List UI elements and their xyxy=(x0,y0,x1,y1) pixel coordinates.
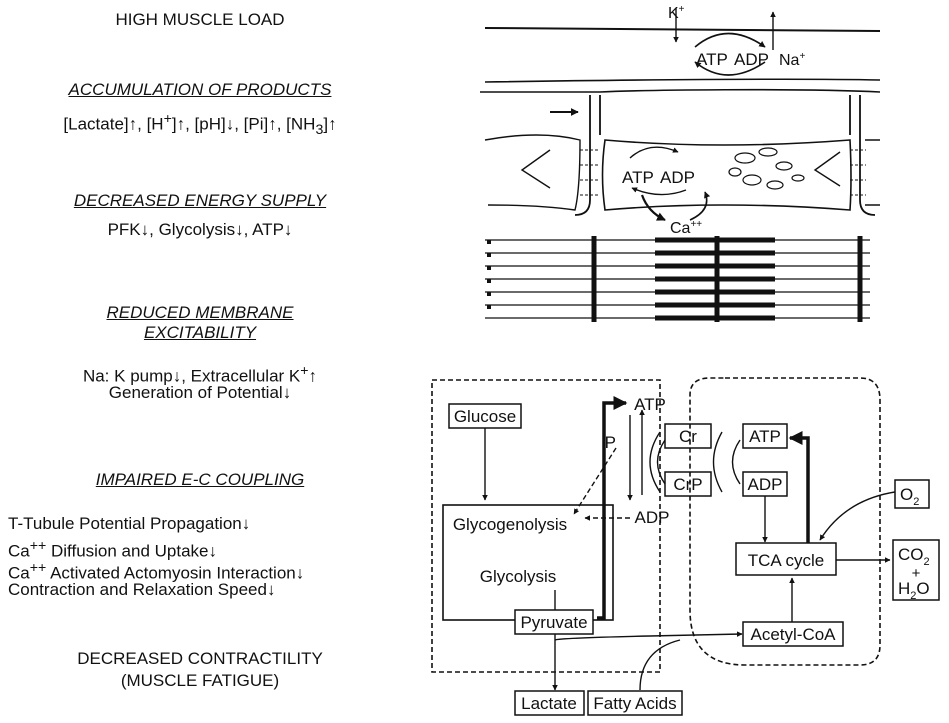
fatigue-cascade-text: HIGH MUSCLE LOAD ACCUMULATION OF PRODUCT… xyxy=(0,0,400,723)
mitochondrion xyxy=(758,147,778,157)
sr-cycle-top-arrow xyxy=(629,146,679,159)
acetyl-coa-box xyxy=(742,621,844,647)
ca-uptake-arrow xyxy=(689,191,711,221)
glycolysis-atp-arrow xyxy=(597,396,628,620)
co2-h2o-box xyxy=(892,539,940,601)
cytosol-compartment xyxy=(431,379,661,673)
tca-box xyxy=(735,542,837,576)
mitochondrion xyxy=(791,174,805,182)
membrane-line-1: Na: K pump↓, Extracellular K+↑ xyxy=(82,363,318,386)
cr-label: Cr xyxy=(679,427,697,446)
t-tubule-right xyxy=(859,95,876,216)
sr-atp-label: ATP xyxy=(622,168,654,187)
atp-right-label: ATP xyxy=(749,427,781,446)
pyruvate-label: Pyruvate xyxy=(520,613,587,632)
contractility-line-1: DECREASED CONTRACTILITY xyxy=(77,649,323,668)
adp-mid-label: ADP xyxy=(635,508,670,527)
lactate-box xyxy=(514,690,585,716)
k-ion-label: K+ xyxy=(668,4,685,22)
fatty-acids-to-acetyl-coa-line xyxy=(639,639,681,691)
accumulation-line: [Lactate]↑, [H+]↑, [pH]↓, [Pi]↑, [NH3]↑ xyxy=(63,111,337,139)
adp-right-label: ADP xyxy=(748,475,783,494)
metabolism-labels: Glucose ATP P ADP Glycogenolysis Glycoly… xyxy=(453,395,930,713)
sr-cistern-right xyxy=(865,139,880,206)
energy-heading: DECREASED ENERGY SUPPLY xyxy=(73,191,327,210)
mitochondrion xyxy=(728,167,742,177)
o2-label: O2 xyxy=(900,485,919,508)
o2-to-tca-arrow xyxy=(819,491,896,541)
pump-cycle-bottom-arrow xyxy=(694,61,766,76)
glycogenolysis-label: Glycogenolysis xyxy=(453,515,567,534)
sr-triangle-left xyxy=(520,149,551,189)
sr-adp-label: ADP xyxy=(660,168,695,187)
cr-shuttle-left-2 xyxy=(649,431,661,493)
t-tubule-left xyxy=(574,95,591,216)
sarcolemma-panel xyxy=(480,8,881,221)
pump-atp-label: ATP xyxy=(696,50,728,69)
mitochondrion xyxy=(766,180,784,190)
glucose-label: Glucose xyxy=(454,407,516,426)
tca-label: TCA cycle xyxy=(748,551,825,570)
na-ion-label: Na+ xyxy=(779,51,805,69)
sr-cycle-bottom-arrow xyxy=(631,187,687,196)
atp-top-label: ATP xyxy=(634,395,666,414)
membrane-heading-1: REDUCED MEMBRANE xyxy=(106,303,294,322)
sarcoplasmic-membrane xyxy=(480,78,881,93)
ec-item-4: Contraction and Relaxation Speed↓ xyxy=(8,580,276,599)
high-muscle-load: HIGH MUSCLE LOAD xyxy=(115,10,285,29)
mitochondrion-compartment xyxy=(689,377,881,666)
sarcolemma-line xyxy=(484,27,881,32)
ca-ion-label: Ca++ xyxy=(670,219,702,237)
h2o-label: H2O xyxy=(898,579,930,602)
cr-shuttle-right-1 xyxy=(731,439,741,485)
fatty-acids-label: Fatty Acids xyxy=(593,694,676,713)
pump-adp-label: ADP xyxy=(734,50,769,69)
energy-line: PFK↓, Glycolysis↓, ATP↓ xyxy=(107,220,293,239)
ca-release-arrow xyxy=(640,194,666,221)
accumulation-heading: ACCUMULATION OF PRODUCTS xyxy=(68,80,332,99)
ec-coupling-heading: IMPAIRED E-C COUPLING xyxy=(95,470,305,489)
pump-cycle-top-arrow xyxy=(694,32,766,48)
sr-cistern-center xyxy=(601,139,852,211)
co2-label: CO2 xyxy=(898,545,930,568)
contractility-line-2: (MUSCLE FATIGUE) xyxy=(120,671,280,690)
plus-label: + xyxy=(912,565,921,582)
membrane-heading-2: EXCITABILITY xyxy=(143,323,257,342)
acetyl-coa-label: Acetyl-CoA xyxy=(750,625,836,644)
crp-label: CrP xyxy=(673,475,702,494)
lactate-label: Lactate xyxy=(521,694,577,713)
myofibril xyxy=(485,236,870,322)
cr-shuttle-right-2 xyxy=(712,431,723,493)
mitochondrion xyxy=(734,152,756,164)
atp-right-box xyxy=(742,423,788,449)
tca-to-atp-arrow xyxy=(788,431,810,543)
p-to-glycogenolysis-dashed xyxy=(573,447,617,515)
glycolysis-label: Glycolysis xyxy=(480,567,557,586)
o2-box xyxy=(894,479,930,509)
mitochondrion xyxy=(742,174,762,186)
ec-item-2: Ca++ Diffusion and Uptake↓ xyxy=(8,538,218,561)
cr-box xyxy=(664,423,712,449)
fatty-acids-box xyxy=(587,690,683,716)
membrane-line-2: Generation of Potential↓ xyxy=(108,383,292,402)
pyruvate-box xyxy=(514,609,594,635)
pyruvate-to-acetyl-coa-arrow xyxy=(554,631,743,641)
cr-shuttle-left-1 xyxy=(656,439,666,485)
sarcolemma-labels: K+ Na+ ATP ADP ATP ADP Ca++ xyxy=(622,4,805,237)
ec-item-1: T-Tubule Potential Propagation↓ xyxy=(8,514,251,533)
sr-cistern-left xyxy=(484,134,581,211)
sr-triangle-right xyxy=(813,151,841,187)
p-label: P xyxy=(605,433,616,452)
metabolism-panel xyxy=(431,377,940,716)
mitochondrion xyxy=(775,161,793,171)
ec-item-3: Ca++ Activated Actomyosin Interaction↓ xyxy=(8,560,305,583)
